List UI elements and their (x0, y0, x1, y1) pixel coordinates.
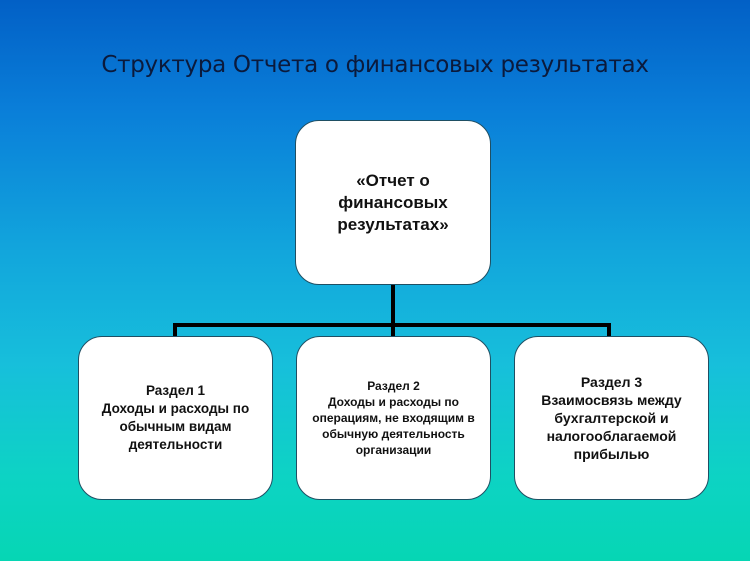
section-3-line: Взаимосвязь между (541, 392, 682, 408)
section-1-text: Раздел 1 Доходы и расходы по обычным вид… (92, 382, 259, 454)
section-3-text: Раздел 3 Взаимосвязь между бухгалтерской… (531, 373, 691, 463)
root-node-text: «Отчет о финансовых результатах» (327, 170, 458, 236)
connector-root-vertical (391, 284, 395, 337)
section-2-line: обычную деятельность (322, 427, 465, 441)
section-1-line: Доходы и расходы по (101, 401, 250, 416)
section-node-2: Раздел 2 Доходы и расходы по операциям, … (296, 336, 491, 500)
section-1-heading: Раздел 1 (145, 383, 206, 398)
section-node-1: Раздел 1 Доходы и расходы по обычным вид… (78, 336, 273, 500)
connector-drop-section-3 (607, 323, 611, 337)
section-2-line: Доходы и расходы по (327, 395, 459, 409)
section-1-line: обычным видам (119, 419, 232, 434)
connector-horizontal-bar (173, 323, 611, 327)
section-2-heading: Раздел 2 (367, 379, 420, 393)
slide-title: Структура Отчета о финансовых результата… (101, 52, 649, 78)
section-node-3: Раздел 3 Взаимосвязь между бухгалтерской… (514, 336, 709, 500)
section-2-line: операциям, не входящим в (312, 411, 475, 425)
root-node-line: «Отчет о (356, 170, 430, 190)
root-node-line: финансовых (338, 192, 448, 212)
section-2-text: Раздел 2 Доходы и расходы по операциям, … (302, 378, 484, 458)
root-node-line: результатах» (337, 214, 449, 234)
section-3-line: бухгалтерской и (554, 410, 669, 426)
section-3-heading: Раздел 3 (580, 374, 643, 390)
section-2-line: организации (355, 443, 432, 457)
connector-drop-section-1 (173, 323, 177, 337)
section-1-line: деятельности (128, 437, 223, 452)
root-node-report: «Отчет о финансовых результатах» (295, 120, 491, 285)
section-3-line: прибылью (573, 446, 650, 462)
section-3-line: налогооблагаемой (546, 428, 677, 444)
